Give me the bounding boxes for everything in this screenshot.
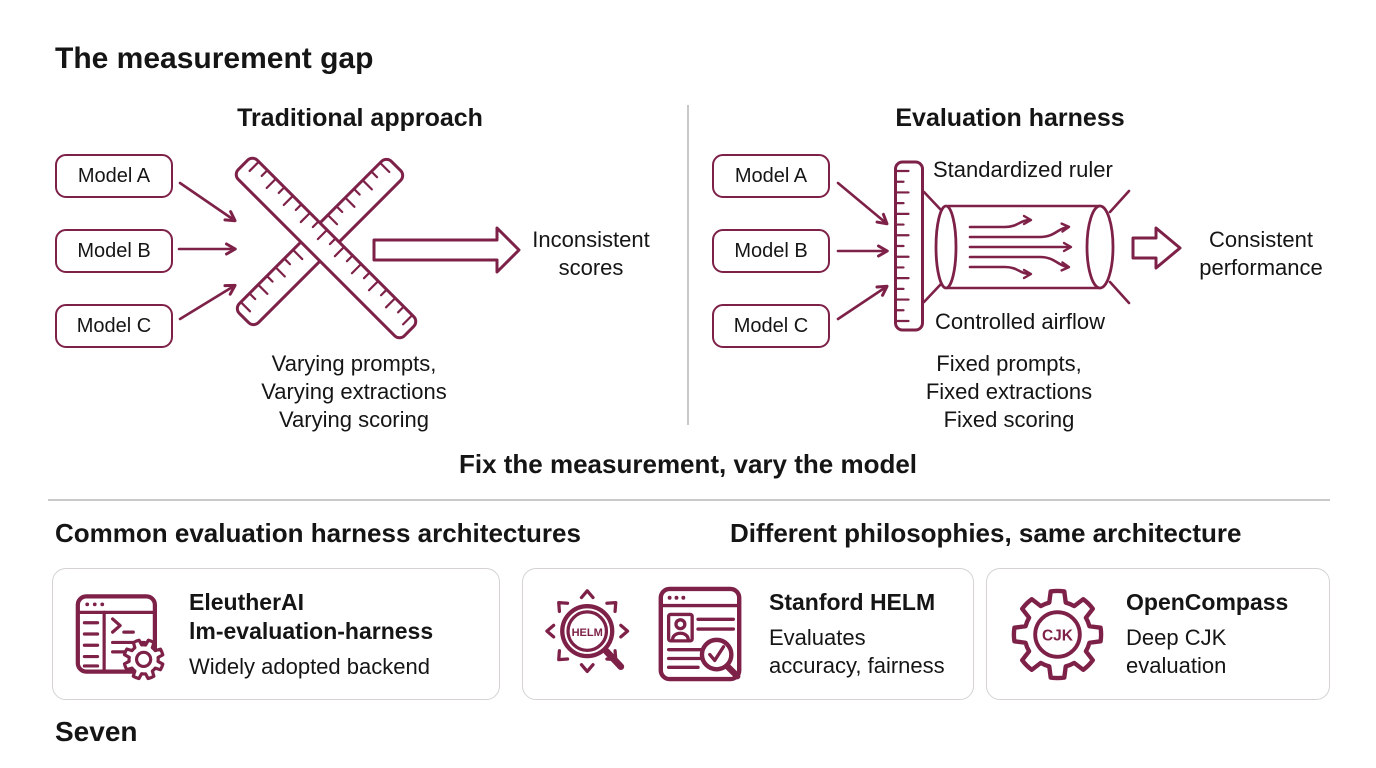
crossed-rulers-icon: [234, 156, 418, 340]
inconsistent-scores-label: Inconsistent scores: [532, 227, 650, 280]
card-stanford-helm: HELM Stanford HELM Evaluates accuracy, f…: [522, 568, 974, 700]
philosophies-heading: Different philosophies, same architectur…: [730, 518, 1242, 548]
evaluation-heading: Evaluation harness: [895, 104, 1125, 132]
airflow-lines: [968, 214, 1073, 280]
model-b-box-traditional: Model B: [55, 229, 173, 273]
consistent-block-arrow: [1131, 226, 1182, 270]
card-eleutherai-subtitle: Widely adopted backend: [189, 653, 430, 679]
page-title: The measurement gap: [55, 42, 374, 75]
cjk-gear-icon: CJK: [1011, 588, 1104, 680]
card-helm-title: Stanford HELM: [769, 589, 936, 615]
traditional-model-arrows: [177, 181, 237, 321]
section-divider: [48, 499, 1330, 501]
model-a-box-harness: Model A: [712, 154, 830, 198]
footer-seven: Seven: [55, 716, 138, 747]
model-a-box-traditional: Model A: [55, 154, 173, 198]
model-b-box-harness: Model B: [712, 229, 830, 273]
panel-divider: [687, 105, 689, 425]
helm-magnifier-icon: HELM: [545, 589, 630, 674]
card-opencompass-text: OpenCompass Deep CJK evaluation: [1126, 588, 1288, 680]
inconsistent-block-arrow: [372, 226, 521, 274]
model-c-box-harness: Model C: [712, 304, 830, 348]
harness-model-arrows: [836, 181, 889, 321]
wind-tunnel-icon: [922, 189, 1131, 305]
cjk-gear-label: CJK: [1042, 627, 1074, 644]
model-c-box-traditional: Model C: [55, 304, 173, 348]
common-architectures-heading: Common evaluation harness architectures: [55, 518, 581, 548]
report-check-icon: [658, 586, 742, 682]
traditional-heading: Traditional approach: [237, 104, 483, 132]
card-opencompass: CJK OpenCompass Deep CJK evaluation: [986, 568, 1330, 700]
standardized-ruler-label: Standardized ruler: [933, 157, 1113, 182]
card-opencompass-subtitle: Deep CJK evaluation: [1126, 625, 1227, 678]
card-eleutherai: EleutherAI lm-evaluation-harness Widely …: [52, 568, 500, 700]
standardized-ruler-icon: [894, 160, 924, 332]
consistent-performance-label: Consistent performance: [1199, 227, 1323, 280]
terminal-window-gear-icon: [75, 594, 165, 681]
card-helm-text: Stanford HELM Evaluates accuracy, fairne…: [769, 588, 945, 680]
fixed-caption: Fixed prompts, Fixed extractions Fixed s…: [925, 351, 1093, 432]
card-eleutherai-title: EleutherAI lm-evaluation-harness: [189, 588, 434, 644]
card-eleutherai-text: EleutherAI lm-evaluation-harness Widely …: [189, 588, 433, 681]
card-helm-subtitle: Evaluates accuracy, fairness: [769, 625, 945, 678]
card-opencompass-title: OpenCompass: [1126, 589, 1289, 615]
helm-lens-label: HELM: [572, 627, 603, 639]
controlled-airflow-label: Controlled airflow: [935, 309, 1105, 334]
tagline: Fix the measurement, vary the model: [458, 449, 918, 479]
varying-caption: Varying prompts, Varying extractions Var…: [261, 351, 447, 432]
